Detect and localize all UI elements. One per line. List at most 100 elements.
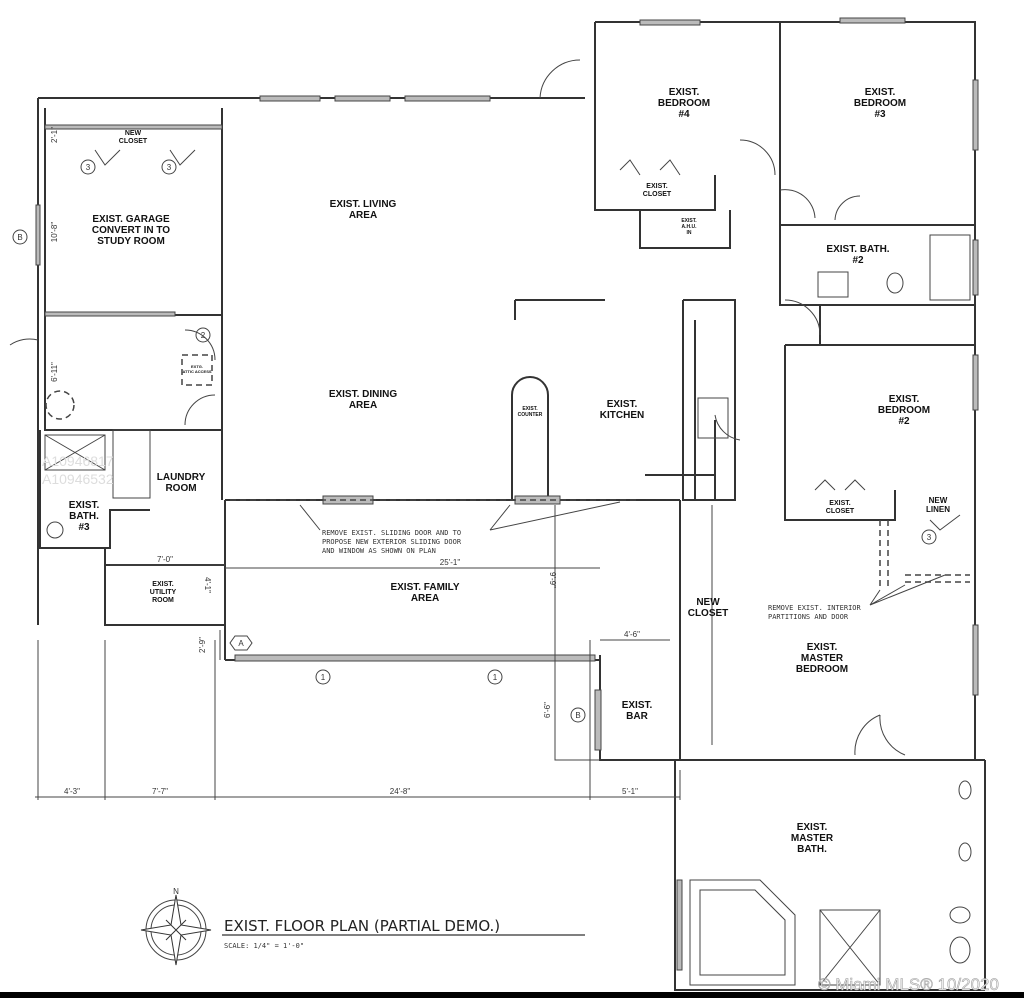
- room-label-line: UTILITY: [150, 589, 177, 596]
- room-label-line: CONVERT IN TO: [92, 225, 170, 236]
- room-label-line: BEDROOM: [878, 405, 930, 416]
- dimension-label: 24'-8": [390, 787, 411, 796]
- room-label-line: CLOSET: [688, 608, 729, 619]
- dimension-label: 6'-6": [543, 702, 552, 718]
- room-label-bedroom2: EXIST.BEDROOM#2: [878, 394, 930, 427]
- room-label-bath3: EXIST.BATH.#3: [69, 500, 100, 533]
- dimension-labels: 4'-3" 7'-7" 24'-8" 5'-1" 25'-1" 9'-9" 6'…: [50, 127, 640, 796]
- room-label-line: EXIST.: [646, 183, 667, 190]
- room-label-line: NEW: [696, 597, 720, 608]
- room-label-bar: EXIST.BAR: [622, 700, 653, 722]
- room-label-ahu: EXIST.A.H.U.IN: [681, 218, 697, 236]
- room-label-line: MASTER: [791, 833, 834, 844]
- tag-label: 3: [927, 533, 932, 542]
- tags: 3 3 2 1 1 3 A B B: [12, 159, 937, 723]
- room-label-bedroom4: EXIST.BEDROOM#4: [658, 87, 710, 120]
- room-label-line: EXIST.: [797, 822, 828, 833]
- room-label-closet4: EXIST.CLOSET: [643, 183, 672, 198]
- room-label-line: MASTER: [801, 653, 844, 664]
- north-label: N: [173, 887, 179, 896]
- note-line: AND WINDOW AS SHOWN ON PLAN: [322, 547, 436, 555]
- tag-label: B: [575, 711, 580, 720]
- walls: [37, 21, 986, 991]
- room-label-line: EXIST.: [152, 581, 173, 588]
- plan-scale: SCALE: 1/4" = 1'-0": [224, 942, 304, 950]
- room-label-line: EXIST.: [681, 218, 697, 224]
- tag-label: 3: [167, 163, 172, 172]
- room-label-line: BATH.: [797, 844, 827, 855]
- note-line: PARTITIONS AND DOOR: [768, 613, 849, 621]
- room-label-line: ROOM: [152, 597, 174, 604]
- room-label-bedroom3: EXIST.BEDROOM#3: [854, 87, 906, 120]
- room-label-line: ATTIC ACCESS: [182, 369, 211, 374]
- room-label-line: CLOSET: [826, 508, 855, 515]
- room-label-line: BAR: [626, 711, 648, 722]
- room-label-closet2: EXIST.CLOSET: [826, 500, 855, 515]
- room-label-line: EXIST. FAMILY: [390, 582, 459, 593]
- copyright-watermark: © Miami MLS® 10/2020: [818, 975, 999, 994]
- room-label-line: #2: [852, 255, 864, 266]
- tag-label: 1: [493, 673, 498, 682]
- room-label-line: AREA: [411, 593, 439, 604]
- dimension-label: 6'-11": [50, 362, 59, 382]
- dimension-label: 10'-8": [50, 222, 59, 243]
- dimension-label: 4'-6": [624, 630, 640, 639]
- room-label-line: COUNTER: [518, 412, 543, 418]
- dimension-label: 7'-0": [157, 555, 173, 564]
- room-label-counter: EXIST.COUNTER: [518, 406, 543, 418]
- room-label-line: EXIST.: [622, 700, 653, 711]
- tag-label: 2: [201, 331, 206, 340]
- room-label-line: EXIST.: [607, 399, 638, 410]
- tag-label: 1: [321, 673, 326, 682]
- room-label-line: EXIST.: [522, 406, 538, 412]
- room-label-line: EXIST.: [669, 87, 700, 98]
- room-label-line: EXIST.: [69, 500, 100, 511]
- room-label-line: EXIST.: [829, 500, 850, 507]
- room-label-line: EXIST. GARAGE: [92, 214, 170, 225]
- dimension-label: 4'-3": [64, 787, 80, 796]
- demolition-lines: [230, 499, 970, 745]
- room-label-line: EXTG.: [191, 364, 203, 369]
- room-label-line: CLOSET: [643, 191, 672, 198]
- note-line: PROPOSE NEW EXTERIOR SLIDING DOOR: [322, 538, 462, 546]
- room-label-line: #2: [898, 416, 910, 427]
- watermark-id-2: A10946532: [42, 471, 114, 487]
- dimension-label: 2'-1": [50, 127, 59, 143]
- note-line: REMOVE EXIST. INTERIOR: [768, 604, 862, 612]
- windows: [35, 17, 979, 971]
- room-label-line: STUDY ROOM: [97, 236, 165, 247]
- room-label-line: AREA: [349, 400, 377, 411]
- room-label-bath2: EXIST. BATH.#2: [826, 244, 889, 266]
- room-label-line: EXIST. LIVING: [330, 199, 397, 210]
- room-label-line: EXIST. DINING: [329, 389, 398, 400]
- room-label-line: LINEN: [926, 505, 950, 514]
- room-label-line: BEDROOM: [658, 98, 710, 109]
- dimension-label: 7'-7": [152, 787, 168, 796]
- dimension-label: 9'-9": [548, 572, 557, 588]
- room-label-line: KITCHEN: [600, 410, 644, 421]
- room-label-line: EXIST. BATH.: [826, 244, 889, 255]
- room-label-kitchen: EXIST.KITCHEN: [600, 399, 644, 421]
- dimension-label: 5'-1": [622, 787, 638, 796]
- note-partitions: REMOVE EXIST. INTERIOR PARTITIONS AND DO…: [768, 604, 862, 621]
- room-label-line: EXIST.: [807, 642, 838, 653]
- room-label-line: BEDROOM: [796, 664, 848, 675]
- note-sliding-door: REMOVE EXIST. SLIDING DOOR AND TO PROPOS…: [322, 529, 462, 555]
- room-label-line: A.H.U.: [682, 224, 698, 230]
- tag-label: 3: [86, 163, 91, 172]
- tag-label: A: [238, 639, 244, 648]
- room-label-line: ROOM: [165, 483, 196, 494]
- room-label-line: AREA: [349, 210, 377, 221]
- dimension-label: 4'-1": [203, 577, 212, 593]
